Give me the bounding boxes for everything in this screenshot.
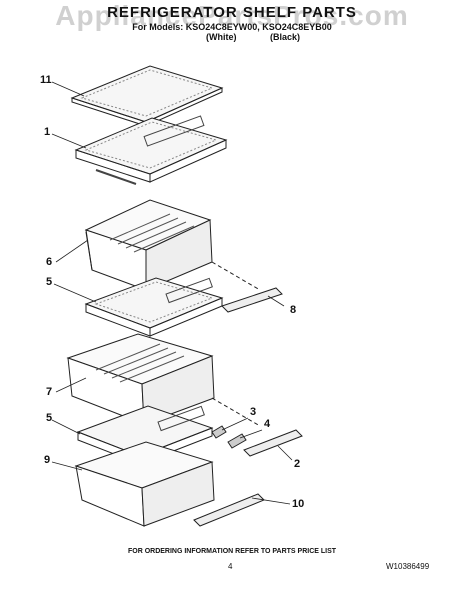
drawer-9 [74,441,215,527]
callout-1: 1 [44,126,51,138]
callout-6: 6 [46,256,53,268]
callout-8: 8 [290,304,297,316]
shelf-5-upper [84,277,224,337]
rail-8 [221,287,283,313]
document-number: W10386499 [386,562,430,571]
callout-11: 11 [40,74,52,86]
ordering-note: FOR ORDERING INFORMATION REFER TO PARTS … [127,548,337,555]
color-black-label: (Black) [270,32,301,42]
watermark: AppliancePartsPros.com [55,0,409,31]
shelf-1 [74,115,228,185]
color-white-label: (White) [206,32,237,42]
callout-7: 7 [46,386,53,398]
part-3 [211,425,227,439]
callout-5-upper: 5 [46,276,53,288]
page-number: 4 [228,562,233,571]
part-4 [227,433,247,449]
callout-9: 9 [44,454,51,466]
callout-5-lower: 5 [46,412,53,424]
callout-2: 2 [294,458,301,470]
callout-10: 10 [292,498,305,510]
callout-4: 4 [264,418,271,430]
rail-2 [243,429,303,457]
callout-3: 3 [250,406,257,418]
models-line: For Models: KSO24C8EYW00, KSO24C8EYB00 [132,22,332,32]
shelf-11 [70,65,224,127]
drawer-7 [66,333,215,425]
drawer-6 [84,199,213,291]
page-title: REFRIGERATOR SHELF PARTS [107,4,357,21]
